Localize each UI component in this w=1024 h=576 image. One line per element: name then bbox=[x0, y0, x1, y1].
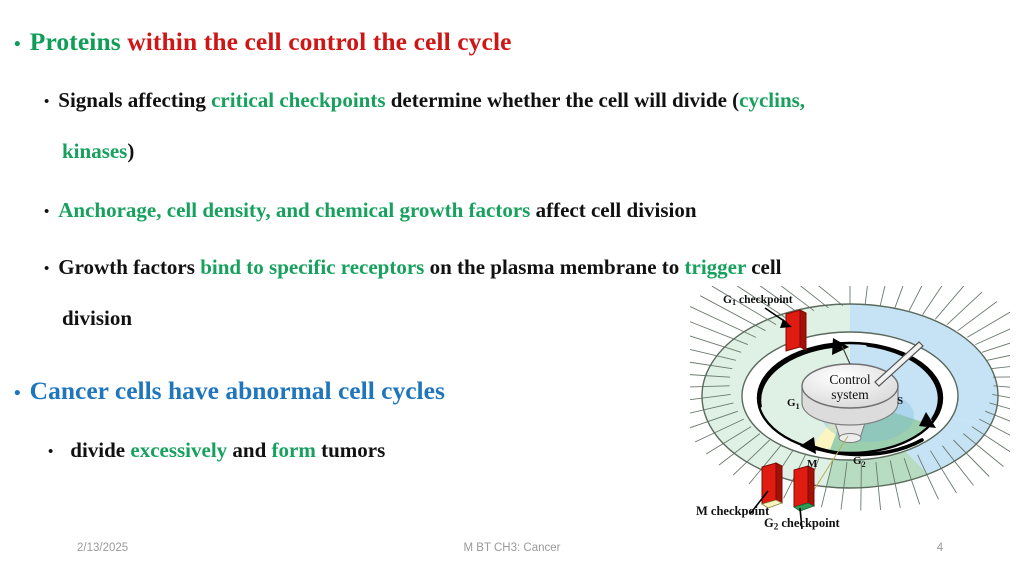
phase-label-s: S bbox=[897, 395, 903, 407]
m-checkpoint-gate bbox=[761, 499, 784, 509]
knob-foot bbox=[838, 433, 862, 443]
checkpoint-block-m bbox=[761, 462, 784, 509]
bullet-6-seg-4: form bbox=[271, 438, 316, 462]
slide-footer: 2/13/2025 M BT CH3: Cancer 4 bbox=[0, 540, 1024, 564]
bullet-6-seg-1: divide bbox=[70, 438, 131, 462]
bullet-glyph: • bbox=[14, 33, 21, 55]
bullet-line: •Signals affecting critical checkpoints … bbox=[44, 88, 805, 112]
bullet-line: • Anchorage, cell density, and chemical g… bbox=[44, 198, 697, 222]
bullet-5-seg-1: Cancer cells have abnormal cell cycles bbox=[29, 376, 445, 405]
ring-tick-marks bbox=[690, 286, 1010, 511]
leader-g1-head bbox=[780, 319, 792, 328]
arrow-arc-s bbox=[866, 343, 942, 421]
m-checkpoint-side bbox=[775, 462, 783, 504]
bullet-4-seg-1: Growth factors bbox=[58, 255, 201, 279]
phase-label-g1: G1 bbox=[787, 397, 800, 411]
bullet-4-seg-3: on the plasma membrane to bbox=[424, 255, 685, 279]
bullet-item-4: • Growth factors bind to specific recepto… bbox=[44, 255, 782, 331]
control-pointer-rod bbox=[874, 341, 924, 387]
bullet-2-seg-4: cyclins, bbox=[739, 88, 806, 112]
bullet-4-seg-2: bind to specific receptors bbox=[200, 255, 425, 279]
ring-inner-outline bbox=[741, 331, 959, 461]
bullet-glyph: • bbox=[14, 382, 21, 404]
bullet-3-seg-1: Anchorage, cell density, and chemical gr… bbox=[58, 198, 531, 222]
bullet-2-seg-1: Signals affecting bbox=[58, 88, 212, 112]
g2-checkpoint-face bbox=[793, 465, 809, 508]
bullet-line: • Cancer cells have abnormal cell cycles bbox=[14, 376, 445, 405]
checkpoint-block-g1 bbox=[785, 309, 807, 352]
bullet-1-seg-1: Proteins bbox=[29, 27, 128, 56]
control-system-knob bbox=[801, 363, 899, 443]
bullet-line: • Growth factors bind to specific recepto… bbox=[44, 255, 782, 279]
bullet-item-6: • divide excessively and form tumors bbox=[48, 438, 385, 463]
bullet-item-3: • Anchorage, cell density, and chemical g… bbox=[44, 198, 697, 223]
control-system-label-line2: system bbox=[831, 387, 869, 402]
arrow-arc-g2 bbox=[806, 438, 924, 457]
g1-checkpoint-side bbox=[799, 309, 807, 351]
bullet-4-seg-5: cell bbox=[745, 255, 782, 279]
arrow-head-right bbox=[919, 412, 936, 428]
bullet-6-seg-2: excessively bbox=[130, 438, 228, 462]
bullet-1-seg-2: within the cell control the cell cycle bbox=[127, 27, 512, 56]
bullet-line-wrap: kinases) bbox=[62, 139, 996, 164]
bullet-item-5: • Cancer cells have abnormal cell cycles bbox=[14, 376, 445, 406]
arrow-heads bbox=[800, 338, 936, 454]
bullet-4-seg-6: division bbox=[62, 306, 133, 330]
ring-outer-outline bbox=[701, 303, 999, 489]
knob-connector-top bbox=[841, 345, 851, 365]
control-system-label-line1: Control bbox=[829, 372, 871, 387]
bullet-2-seg-3: determine whether the cell will divide ( bbox=[385, 88, 740, 112]
bullet-6-seg-5: tumors bbox=[315, 438, 386, 462]
arrow-head-top bbox=[832, 338, 849, 355]
bullet-item-1: • Proteins within the cell control the ce… bbox=[14, 27, 512, 57]
bullet-line: • Proteins within the cell control the ce… bbox=[14, 27, 512, 56]
checkpoint-block-g2 bbox=[793, 465, 816, 512]
cycle-arrows bbox=[757, 343, 942, 457]
g1-checkpoint-face bbox=[785, 309, 801, 352]
leader-g2 bbox=[799, 507, 803, 530]
g2-checkpoint-side bbox=[807, 465, 815, 507]
bullet-2-seg-6: ) bbox=[127, 139, 135, 163]
pointer-rod-shape bbox=[874, 341, 924, 387]
arrow-arc-g1 bbox=[757, 344, 836, 408]
bullet-glyph: • bbox=[44, 260, 50, 277]
footer-page-number: 4 bbox=[936, 542, 944, 554]
arrow-head-bottom bbox=[800, 437, 816, 454]
bullet-item-2: •Signals affecting critical checkpoints … bbox=[44, 88, 996, 164]
bullet-3-seg-2: affect cell division bbox=[530, 198, 697, 222]
bullet-glyph: • bbox=[44, 203, 50, 220]
bullet-glyph: • bbox=[48, 443, 54, 460]
g2-checkpoint-label: G2 checkpoint bbox=[764, 516, 840, 532]
footer-date: 2/13/2025 bbox=[77, 542, 129, 554]
bullet-line: • divide excessively and form tumors bbox=[48, 438, 385, 462]
bullet-4-seg-4: trigger bbox=[684, 255, 746, 279]
bullet-2-seg-2: critical checkpoints bbox=[211, 88, 386, 112]
g2-checkpoint-gate bbox=[793, 502, 816, 512]
cell-cycle-diagram: G1 S G2 Control system M G1 checkpoint M… bbox=[690, 286, 1010, 536]
phase-label-m: M bbox=[807, 458, 818, 470]
phase-label-g2: G2 bbox=[853, 455, 866, 469]
g1-checkpoint-label: G1 checkpoint bbox=[723, 294, 793, 308]
footer-title: M BT CH3: Cancer bbox=[463, 542, 561, 554]
leader-m bbox=[749, 490, 769, 515]
cell-cycle-svg: G1 S G2 Control system M bbox=[690, 286, 1010, 530]
bullet-glyph: • bbox=[44, 93, 50, 110]
bullet-line-wrap: division bbox=[62, 306, 782, 331]
bullet-2-seg-5: kinases bbox=[62, 139, 128, 163]
bullet-6-seg-3: and bbox=[227, 438, 272, 462]
m-checkpoint-face bbox=[761, 462, 777, 505]
knob-connector-m bbox=[811, 435, 849, 494]
m-checkpoint-label: M checkpoint bbox=[696, 504, 770, 518]
